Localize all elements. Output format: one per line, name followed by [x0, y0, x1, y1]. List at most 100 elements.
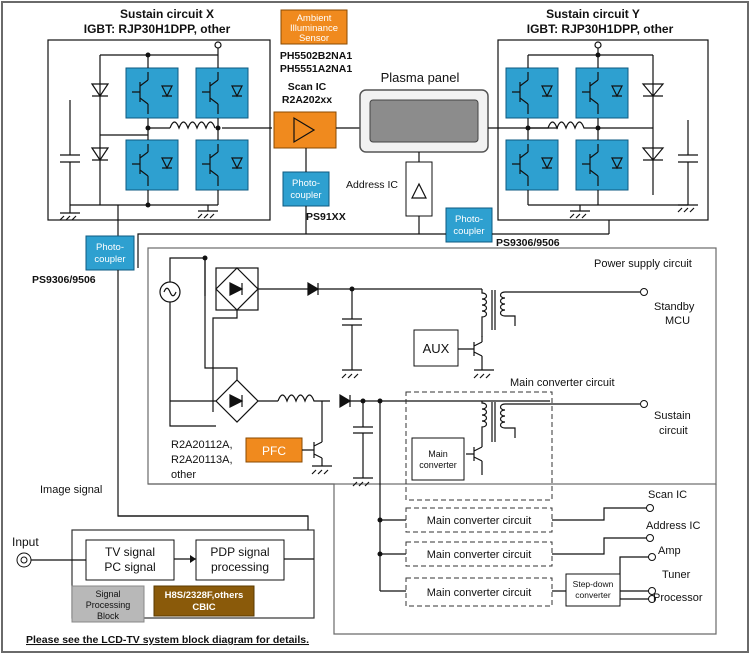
step-down-line1: Step-down	[573, 579, 614, 589]
node-bus2	[377, 551, 383, 557]
photocoupler-left-line2: coupler	[94, 254, 125, 265]
main-converter-box-line1: Main	[428, 449, 448, 459]
out-scan-ic: Scan IC	[648, 489, 687, 501]
photocoupler-ps91xx	[282, 171, 330, 207]
pfc-parts3: other	[171, 469, 196, 481]
pfc-parts2: R2A20113A,	[171, 454, 233, 466]
standby-terminal	[640, 288, 648, 296]
pdp-signal-line2: processing	[211, 560, 269, 574]
ps9306-left-label: PS9306/9506	[32, 274, 96, 286]
node-x3	[145, 52, 151, 58]
pdp-signal-box	[195, 539, 285, 581]
address-ic-label: Address IC	[346, 179, 398, 191]
signal-arrow-icon	[190, 555, 196, 563]
out-processor: Processor	[653, 592, 703, 604]
pfc-box	[245, 437, 303, 463]
node-bus1	[377, 517, 383, 523]
aux-label: AUX	[423, 341, 450, 356]
main-converter-title: Main converter circuit	[510, 377, 615, 389]
main-converter-box	[411, 437, 465, 481]
converter-label-2: Main converter circuit	[427, 549, 532, 561]
address-buffer-icon	[411, 182, 427, 199]
sustain-out-label2: circuit	[659, 425, 688, 437]
sustain-x-igbt: IGBT: RJP30H1DPP, other	[84, 22, 231, 36]
photocoupler-mid-line2: coupler	[290, 190, 321, 201]
sustain-y-igbt: IGBT: RJP30H1DPP, other	[527, 22, 674, 36]
converter-label-1: Main converter circuit	[427, 515, 532, 527]
power-supply-title: Power supply circuit	[594, 258, 692, 270]
spb-line3: Block	[97, 611, 120, 621]
node-y1	[525, 125, 531, 131]
sustain-x-title: Sustain circuit X	[120, 7, 214, 21]
spb-line1: Signal	[95, 589, 120, 599]
photocoupler-right-line1: Photo-	[455, 214, 483, 225]
power-supply-frame-lower	[148, 483, 717, 635]
ambient-line1: Ambient	[297, 13, 332, 24]
rectifier-section	[159, 257, 550, 487]
sustain-x-igbts	[125, 67, 249, 191]
sustain-y-box	[497, 39, 709, 221]
footer-note: Please see the LCD-TV system block diagr…	[26, 634, 309, 646]
tv-signal-line1: TV signal	[105, 545, 155, 559]
spb-line2: Processing	[86, 600, 131, 610]
igbt-y2-icon	[575, 67, 629, 119]
igbt-x4-icon	[195, 139, 249, 191]
ps91xx-label: PS91XX	[306, 211, 346, 223]
main-converter-box-line2: converter	[419, 460, 457, 470]
igbt-x3-icon	[125, 139, 179, 191]
scan-ic-part: R2A202xx	[282, 94, 332, 106]
out-amp: Amp	[658, 545, 681, 557]
converter-box-3	[405, 577, 553, 607]
igbt-x1-icon	[125, 67, 179, 119]
power-supply-frame	[147, 247, 717, 485]
h8s-cbic-box	[153, 585, 255, 617]
step-down-line2: converter	[575, 590, 611, 600]
input-label: Input	[12, 535, 39, 549]
tv-signal-box	[85, 539, 175, 581]
converter-bus	[379, 401, 652, 600]
sustain-y-igbts	[505, 67, 629, 191]
node-x4	[145, 202, 151, 208]
node-x2	[215, 125, 221, 131]
node-ps3	[360, 398, 366, 404]
input-jack-inner	[20, 556, 28, 564]
image-signal-label: Image signal	[40, 484, 102, 496]
node-y2	[595, 125, 601, 131]
address-ic-box	[405, 161, 433, 217]
ambient-part2: PH5551A2NA1	[280, 63, 353, 75]
plasma-panel-label: Plasma panel	[381, 70, 460, 85]
node-y3	[595, 52, 601, 58]
sustain-terminal	[640, 400, 648, 408]
pdp-signal-line1: PDP signal	[210, 545, 269, 559]
standby-transformer	[458, 289, 640, 379]
sustain-x-wiring	[59, 41, 272, 240]
sustain-y-title: Sustain circuit Y	[546, 7, 640, 21]
converter-box-2	[405, 541, 553, 567]
converter-label-3: Main converter circuit	[427, 587, 532, 599]
ambient-part1: PH5502B2NA1	[280, 50, 353, 62]
photocoupler-left	[85, 235, 135, 271]
signal-block-frame	[71, 529, 315, 619]
igbt-y1-icon	[505, 67, 559, 119]
standby-label1: Standby	[654, 301, 695, 313]
pfc-switch	[302, 401, 332, 475]
scan-ic-label: Scan IC	[288, 81, 327, 93]
converter-box-1	[405, 507, 553, 533]
photocoupler-right-wire	[137, 220, 610, 268]
standby-label2: MCU	[665, 315, 690, 327]
scan-ic-box	[273, 111, 337, 149]
plasma-panel-screen	[369, 99, 479, 143]
igbt-y3-icon	[505, 139, 559, 191]
pfc-parts1: R2A20112A,	[171, 439, 233, 451]
sustain-x-box	[47, 39, 271, 221]
node-x1	[145, 125, 151, 131]
photocoupler-right-line2: coupler	[453, 226, 484, 237]
node-ps1	[202, 255, 208, 261]
h8s-line2: CBIC	[192, 602, 215, 613]
step-down-box	[565, 573, 621, 607]
igbt-y4-icon	[575, 139, 629, 191]
photocoupler-right	[445, 207, 493, 243]
